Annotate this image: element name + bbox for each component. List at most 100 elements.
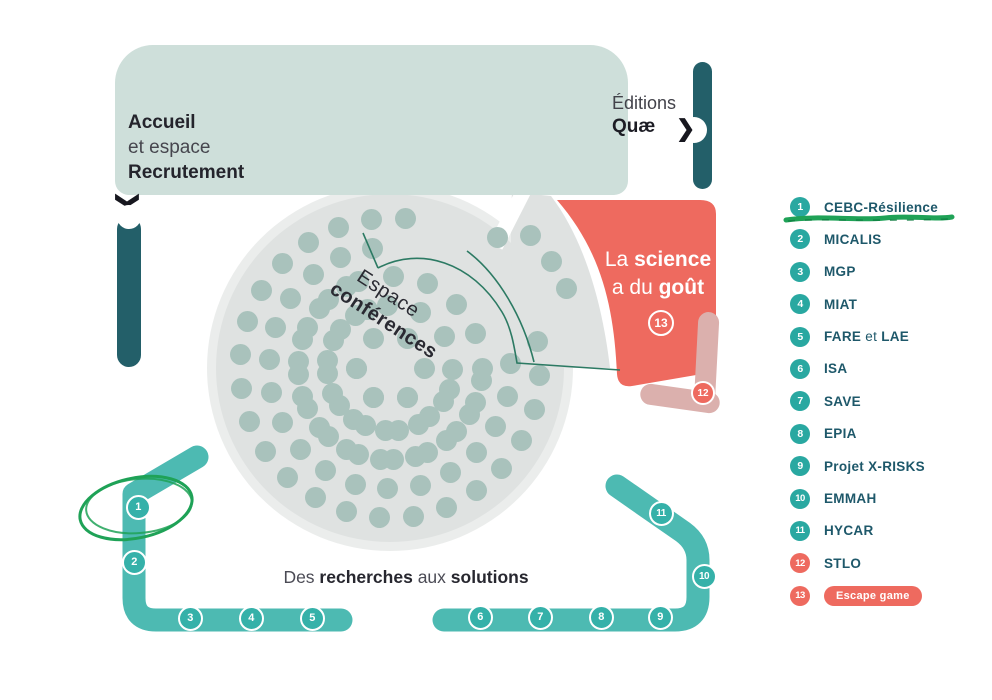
stand-marker-4: 4 [238,605,264,631]
seat-dot [292,329,313,351]
seat-dot [321,383,343,405]
legend-label: ISA [824,361,848,377]
seat-dot [239,411,261,433]
seat-dot [361,208,383,230]
welcome-entrance-bar [117,217,141,367]
seat-dot [356,298,378,320]
seat-dot [230,378,252,400]
legend-badge: 4 [790,294,810,315]
legend-item-12: 12 STLO [790,553,938,574]
seat-dot [297,231,319,253]
seat-dot [442,358,464,380]
seat-dot [328,216,350,238]
stand-marker-6: 6 [467,604,493,630]
seat-dot [345,473,367,495]
seat-dot [445,421,467,443]
legend-badge: 6 [790,358,810,379]
legend-item-10: 10 EMMAH [790,488,938,509]
seat-dot [362,386,384,408]
stand-marker-2: 2 [121,549,147,575]
stand-marker-1: 1 [125,494,151,520]
seat-dot [375,420,397,442]
seat-dot [377,478,399,500]
seat-dot [271,253,293,275]
seat-dot [330,246,352,268]
seat-dot [343,409,365,431]
seat-dot [369,507,391,529]
seat-dot [510,430,532,452]
legend-item-2: 2 MICALIS [790,229,938,250]
stand-marker-9: 9 [647,604,673,630]
chevron-right-icon: ❯ [676,115,696,141]
seat-dot [465,442,487,464]
seat-dot [271,412,293,434]
legend-badge: 3 [790,261,810,282]
legend-badge: 10 [790,488,810,509]
seat-dot [486,226,508,248]
stand-marker-7: 7 [527,604,553,630]
legend-badge: 12 [790,553,810,574]
seat-dot [445,293,467,315]
seat-dot [382,449,404,471]
legend-badge: 9 [790,456,810,477]
legend-badge: 5 [790,326,810,347]
legend-label: SAVE [824,393,861,409]
stand-marker-3: 3 [177,605,203,631]
legend-label: MIAT [824,296,858,312]
seat-dot [471,357,493,379]
seat-dot [230,344,252,366]
seat-dot [236,311,258,333]
seat-dot [464,391,486,413]
seat-dot [258,349,280,371]
welcome-block [115,45,628,195]
seat-dot [490,457,512,479]
legend-item-13: 13 Escape game [790,585,938,606]
legend-label: STLO [824,555,862,571]
seat-dot [329,318,351,340]
legend-badge: 2 [790,229,810,250]
stand-marker-11: 11 [648,500,674,526]
legend-badge: 13 [790,585,810,606]
seat-dot [260,381,282,403]
seat-dot [296,397,318,419]
routes-caption: Des recherches aux solutions [283,567,529,587]
legend-badge: 11 [790,520,810,541]
welcome-entrance-notch [117,205,141,229]
legend-label: EMMAH [824,491,877,507]
seat-dot [250,280,272,302]
stand-marker-5: 5 [299,605,325,631]
seat-dot [555,277,577,299]
legend-label: EPIA [824,426,857,442]
seat-dot [432,390,454,412]
seat-dot [309,298,331,320]
seat-dot [336,276,358,298]
seat-dot [280,288,302,310]
stand-marker-10: 10 [691,563,717,589]
seat-dot [402,505,424,527]
escape-game-pill: Escape game [824,585,922,606]
seat-dot [348,443,370,465]
seat-dot [540,250,562,272]
seat-dot [396,386,418,408]
seat-dot [523,398,545,420]
seat-dot [395,208,417,230]
legend-item-4: 4 MIAT [790,294,938,315]
seat-dot [464,323,486,345]
seat-dot [465,480,487,502]
seat-dot [317,425,339,447]
seat-dot [287,363,309,385]
seat-dot [361,237,383,259]
seat-dot [408,413,430,435]
legend-label: MICALIS [824,231,882,247]
